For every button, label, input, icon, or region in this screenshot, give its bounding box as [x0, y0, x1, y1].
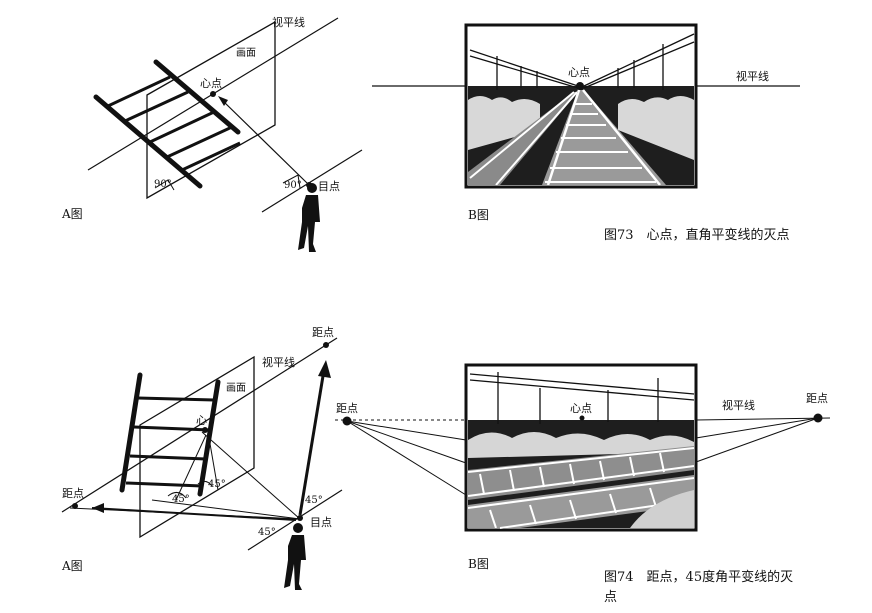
- fig73-b-ties: [545, 103, 656, 183]
- fig73-a-ladder-rung: [149, 110, 215, 144]
- fig74-a-eye-point: [297, 515, 303, 521]
- fig74-b-photo: 距点 心点 视平线 距点 B图: [335, 363, 831, 571]
- fig74-b-tracks: [467, 446, 695, 529]
- fig74-a-ladder-rung: [133, 425, 211, 432]
- person-icon: [284, 523, 306, 590]
- fig73-a-panel-label: A图: [61, 207, 83, 221]
- fig74-a-distance-point-right: [323, 342, 329, 348]
- fig74-a-ground-arrowhead: [92, 503, 104, 513]
- fig74-a-ground-arrow: [91, 507, 297, 521]
- fig73-b-horizon-label: 视平线: [736, 69, 769, 83]
- fig74-b-panel-label: B图: [468, 557, 489, 571]
- fig73-b-rail: [582, 89, 661, 186]
- fig73-b-panel-label: B图: [468, 208, 489, 222]
- fig73-b-bushes-right: [618, 96, 694, 160]
- fig74-a-angle-1: 45°: [208, 479, 226, 490]
- fig74-a-eye-point-label: 目点: [310, 516, 332, 529]
- fig73-a-sight-arrow: [218, 96, 228, 106]
- fig73-a-angle-left: 90°: [154, 179, 172, 190]
- fig74-b-distance-point-left: [342, 416, 352, 426]
- fig74-a-angle-3: 45°: [305, 495, 323, 506]
- fig73-a-ladder-rung: [166, 125, 233, 159]
- fig73-a-angle-mark: [282, 174, 301, 189]
- fig74-a-center-point-label: 心: [196, 414, 207, 427]
- fig74-b-center-point-label: 心点: [570, 402, 592, 415]
- fig73-b-side-rail: [495, 91, 578, 186]
- fig74-a-angle-mark: [167, 492, 187, 499]
- fig73-a-ladder-rail: [153, 59, 241, 135]
- fig73-b-bushes-left: [468, 96, 540, 150]
- fig73-a-ladder-rail: [149, 142, 203, 189]
- fig74-a-distance-point-left: [72, 503, 78, 509]
- fig74-caption-line2: 点: [604, 590, 618, 605]
- fig74-a-horizon-label: 视平线: [262, 355, 295, 369]
- fig74-a-center-point: [202, 427, 208, 433]
- fig74-b-poles: [469, 372, 695, 424]
- fig73-a-ground-line: [261, 149, 363, 213]
- fig74-b-horizon-label: 视平线: [722, 398, 755, 412]
- fig74-a-ladder-rung: [137, 396, 215, 402]
- fig74-a-picture-plane: [139, 355, 255, 539]
- fig73-b-side-rail: [469, 91, 575, 179]
- fig73-b-poles: [469, 33, 695, 90]
- fig74-b-distance-point-right: [813, 413, 823, 423]
- fig73-a-ladder-rung: [124, 90, 189, 123]
- fig73-a-angle-mark: [154, 179, 175, 191]
- fig74-b-convergence-lines: [346, 417, 819, 496]
- fig74-b-horizon-right: [695, 417, 831, 421]
- fig74-a-horizon-line: [61, 337, 338, 513]
- fig74-a-angle-mark: [197, 480, 213, 487]
- fig74-a-picture-plane-label: 画面: [226, 383, 246, 394]
- fig74-caption-line1: 图74 距点，45度角平变线的灭: [604, 570, 794, 585]
- fig74-a-sight-line: [298, 369, 326, 516]
- fig73-a-diagram: 视平线 画面 心点 目点 90° 90° A图: [61, 15, 363, 252]
- fig73-a-ladder-rail: [93, 94, 155, 148]
- fig74-a-ladder-rung: [125, 481, 203, 488]
- fig74-b-bushes: [468, 432, 694, 458]
- fig74-a-sight-arrow: [318, 360, 331, 378]
- fig74-a-diagram: 距点 视平线 画面 心 45° 45° 45° 45° 距点 目点 A图: [61, 326, 343, 590]
- fig73-a-center-point-label: 心点: [200, 77, 222, 90]
- fig73-a-picture-plane: [146, 20, 276, 200]
- fig73-b-side-track: [468, 92, 578, 185]
- fig73-a-horizon-label: 视平线: [272, 15, 305, 29]
- fig73-a-ladder-rung: [107, 75, 171, 108]
- fig73-a-picture-plane-label: 画面: [236, 48, 256, 59]
- fig73-a-eye-point-label: 目点: [318, 180, 340, 193]
- fig73-b-photo: 心点 视平线 B图: [372, 23, 800, 222]
- fig73-a-ladder-rung: [181, 141, 241, 172]
- fig74-a-distance-point-right-label: 距点: [312, 326, 334, 339]
- fig73-b-center-point-label: 心点: [568, 66, 590, 79]
- fig74-a-panel-label: A图: [61, 559, 83, 573]
- fig74-a-angle-2: 45°: [172, 494, 190, 505]
- fig73-caption: 图73 心点，直角平变线的灭点: [604, 228, 790, 243]
- fig74-a-ladder-rail: [119, 372, 143, 493]
- person-icon: [298, 183, 320, 252]
- fig73-a-sight-line: [221, 99, 308, 184]
- fig73-a-angle-right: 90°: [284, 180, 302, 191]
- fig74-b-distance-point-right-label: 距点: [806, 392, 828, 405]
- fig74-a-distance-point-left-label: 距点: [62, 487, 84, 500]
- fig74-b-center-point: [579, 415, 585, 421]
- fig73-a-center-point: [210, 91, 216, 97]
- fig74-a-angle-4: 45°: [258, 527, 276, 538]
- fig74-a-construction-lines: [69, 431, 301, 520]
- fig74-a-ladder-rung: [129, 454, 207, 461]
- fig74-b-distance-point-left-label: 距点: [336, 402, 358, 415]
- fig73-b-center-point: [576, 82, 584, 90]
